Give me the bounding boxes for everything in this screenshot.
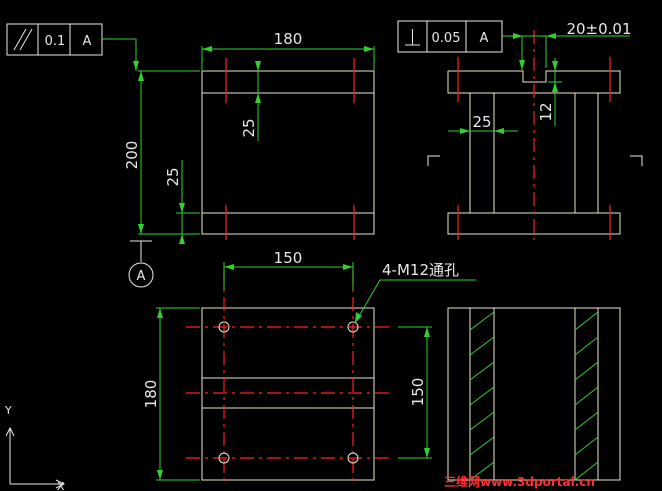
datum-a-label: A <box>137 269 146 284</box>
bolt-hole <box>347 321 359 333</box>
top-view-dim-hole-spacing-x: 150 <box>223 249 354 290</box>
ucs-y-label: Y <box>4 404 12 417</box>
section-hatch-left <box>469 311 495 481</box>
front-view-dim-width: 180 <box>201 30 375 70</box>
side-view-slot-width-label: 20±0.01 <box>566 20 631 38</box>
side-view-slot-depth-label: 12 <box>537 102 555 121</box>
bolt-hole <box>218 321 230 333</box>
front-view-dim-height: 200 <box>123 70 200 235</box>
bolt-hole <box>218 452 230 464</box>
front-view-outline <box>201 70 375 235</box>
top-view-width-label: 180 <box>142 380 160 409</box>
top-view-outline <box>201 307 375 481</box>
top-view-hole-spacing-x-label: 150 <box>274 249 303 267</box>
hole-callout-label: 4-M12通孔 <box>382 261 459 279</box>
fcf-parallelism-datum: A <box>83 34 92 49</box>
hole-callout: 4-M12通孔 <box>354 261 476 324</box>
section-view-outline <box>447 307 621 481</box>
top-view-hole-spacing-y-label: 150 <box>409 378 427 407</box>
ucs-x-label: X <box>57 480 65 491</box>
front-view-upper-thickness-label: 25 <box>240 118 258 137</box>
datum-a-symbol: A <box>128 240 154 288</box>
fcf-perpendicularity: 0.05 A <box>397 20 525 70</box>
fcf-perpendicularity-tolerance: 0.05 <box>432 31 461 46</box>
front-view-width-label: 180 <box>274 30 303 48</box>
section-hatch-right <box>574 311 599 481</box>
side-view <box>427 30 643 240</box>
front-view-dim-lower-thickness: 25 <box>164 160 200 244</box>
side-view-dim-leg-width: 25 <box>448 113 518 134</box>
front-view-height-label: 200 <box>123 141 141 170</box>
front-view-dim-upper-thickness: 25 <box>240 61 261 141</box>
fcf-parallelism: 0.1 A <box>6 23 139 71</box>
bolt-hole <box>347 452 359 464</box>
side-view-leg-width-label: 25 <box>472 113 491 131</box>
ucs-icon: Y X <box>4 404 66 491</box>
section-view <box>447 307 621 481</box>
side-view-top-plate <box>447 70 621 94</box>
watermark: 三维网www.3dportal.cn <box>444 474 595 489</box>
top-view <box>186 270 392 482</box>
top-view-dim-hole-spacing-y: 150 <box>398 326 432 459</box>
fcf-parallelism-tolerance: 0.1 <box>45 34 66 49</box>
front-view <box>201 58 375 240</box>
top-view-dim-width: 180 <box>142 307 200 481</box>
fcf-perpendicularity-datum: A <box>480 31 489 46</box>
side-view-dim-slot-width: 20±0.01 <box>510 20 632 68</box>
front-view-lower-thickness-label: 25 <box>164 167 182 186</box>
side-view-dim-slot-depth: 12 <box>537 58 562 126</box>
